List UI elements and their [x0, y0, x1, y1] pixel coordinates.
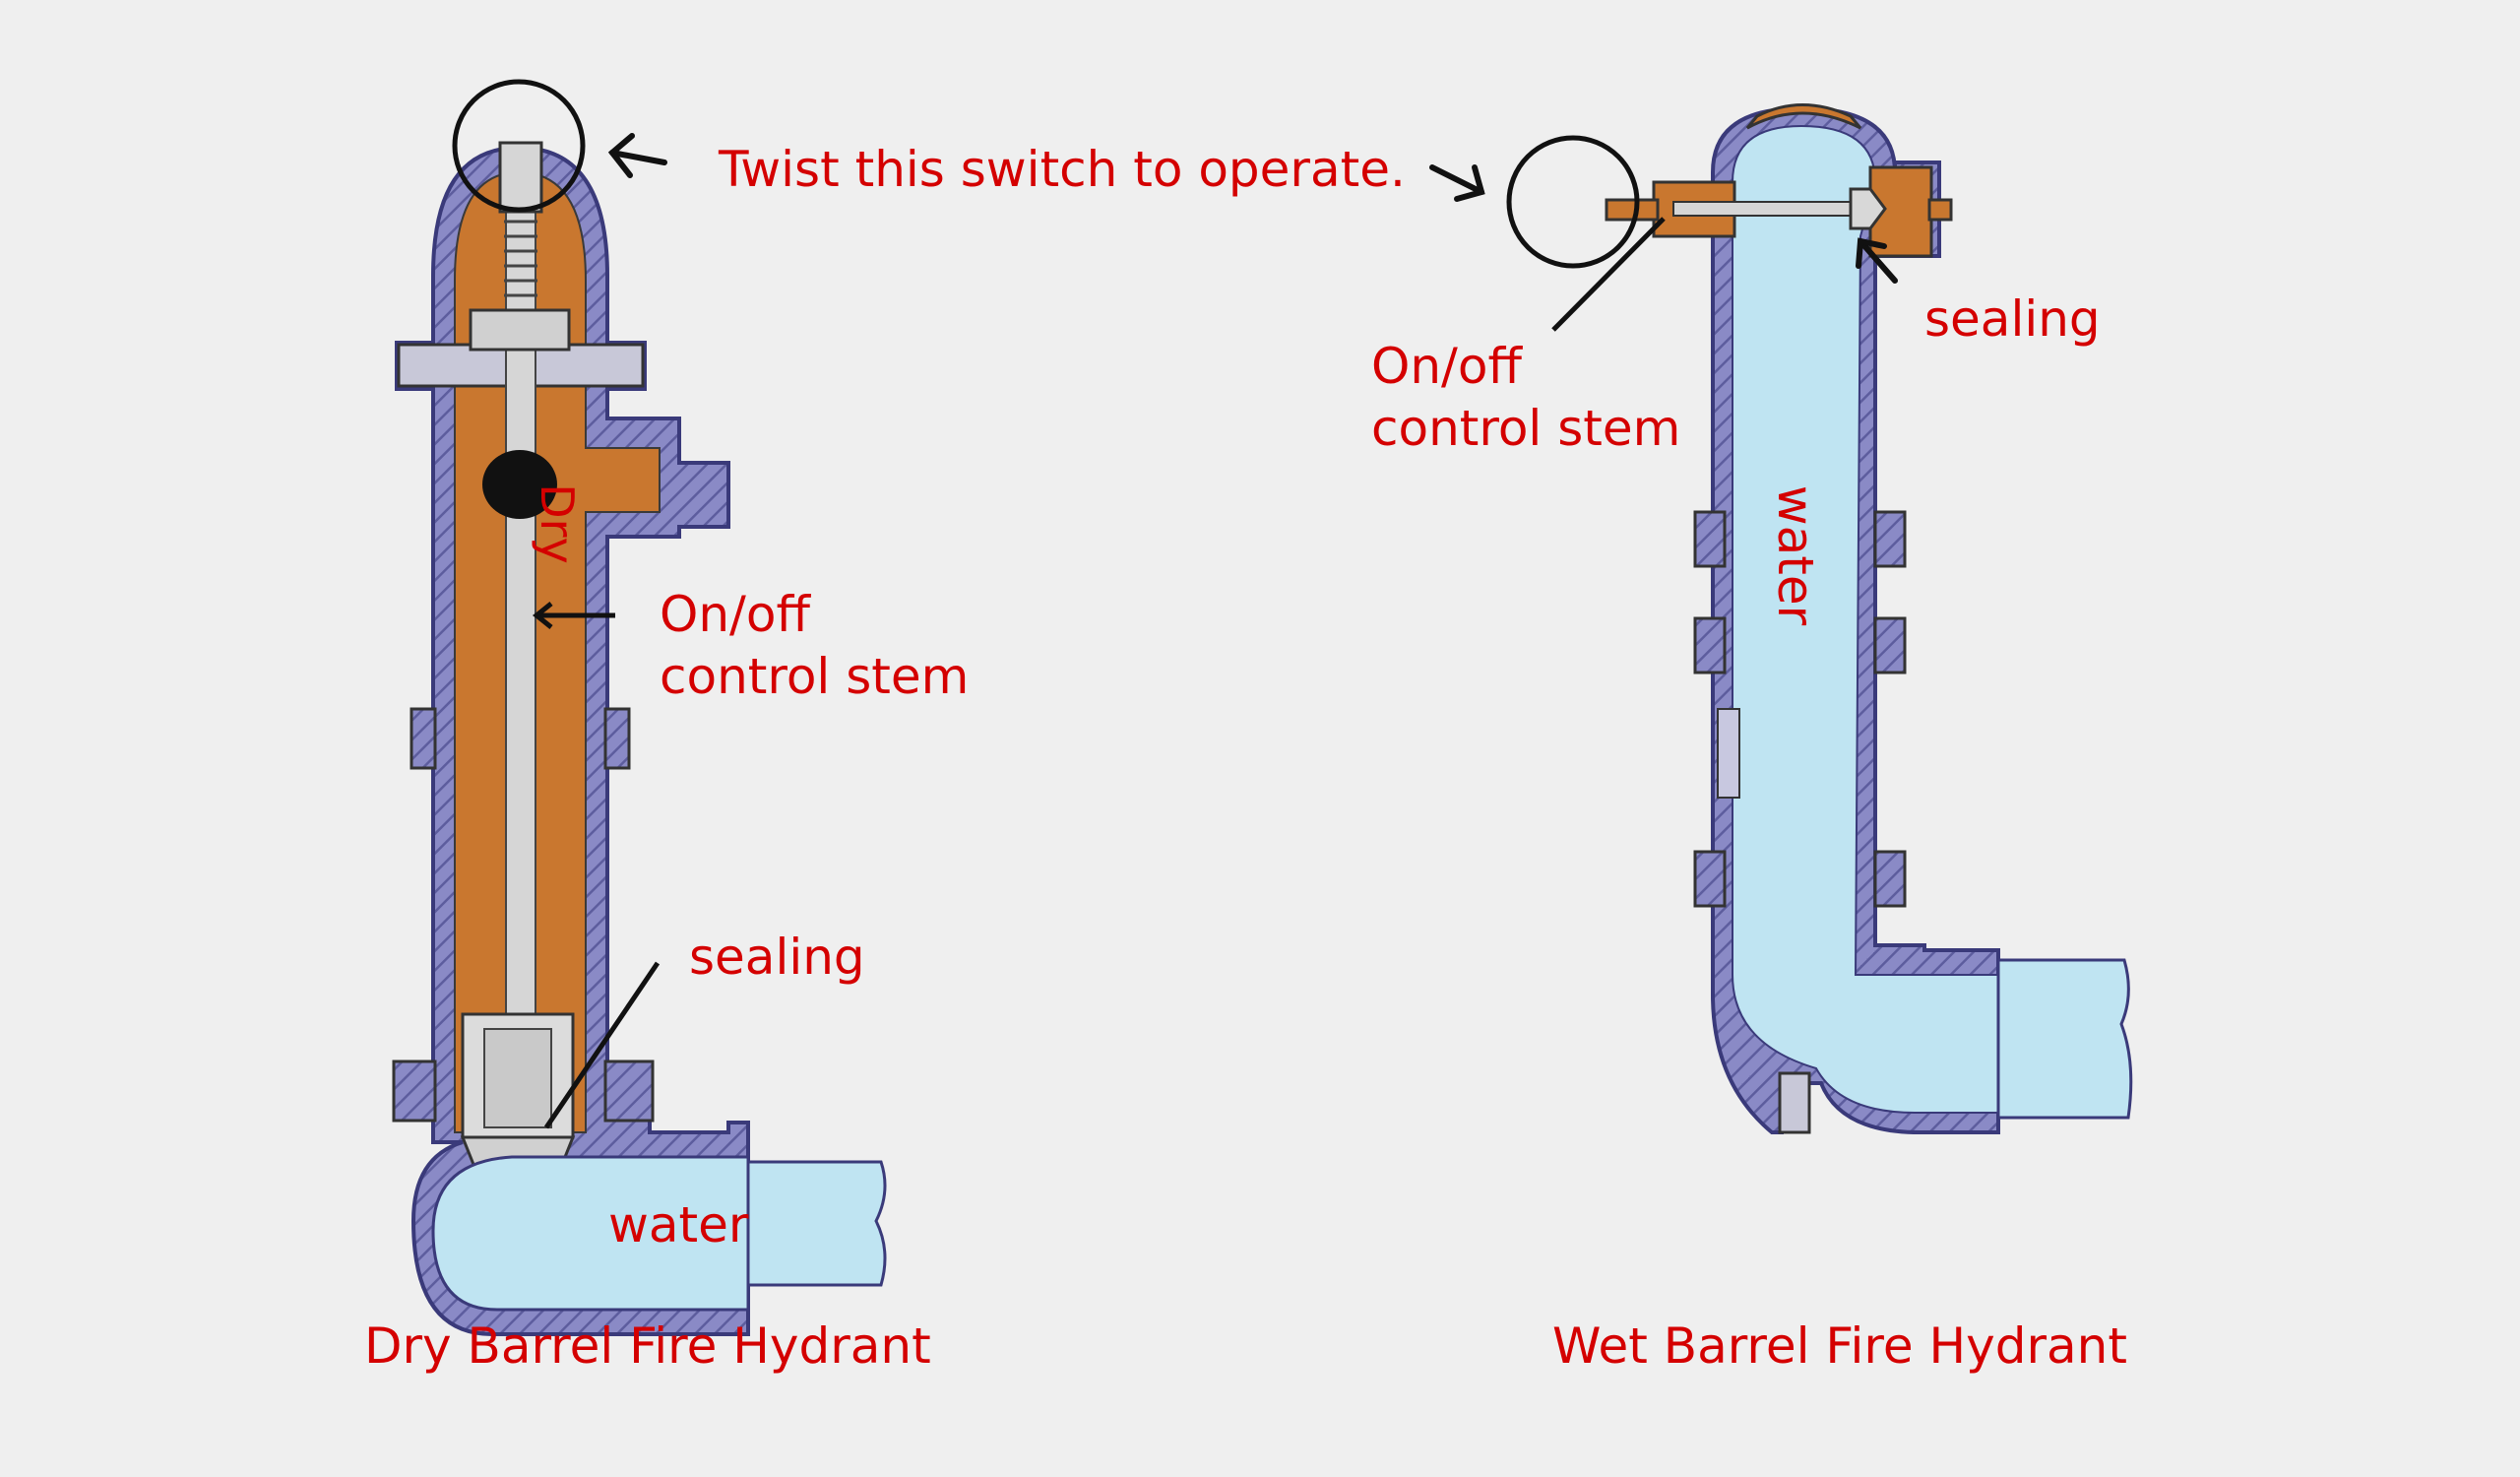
wet-water-label: water [1767, 484, 1825, 626]
wet-flange-left-3 [1693, 850, 1727, 908]
wet-valve-disk [1849, 187, 1887, 230]
dry-packing-gland [469, 308, 571, 352]
wet-barrel-title: Wet Barrel Fire Hydrant [1552, 1317, 2127, 1375]
wet-sealing-arrow [1856, 237, 1898, 284]
dry-sealing-label: sealing [689, 929, 865, 986]
dry-thread-lines [504, 220, 537, 297]
wet-top-bonnet [1745, 103, 1862, 130]
wet-stem-leader [1551, 217, 1666, 332]
wet-stem-label-line2: control stem [1371, 400, 1681, 457]
dry-operating-nut-callout[interactable] [452, 79, 586, 213]
dry-bottom-flange-right [603, 1060, 655, 1123]
dry-twist-arrow [607, 133, 667, 178]
dry-barrel-title: Dry Barrel Fire Hydrant [364, 1317, 931, 1375]
wet-flange-right-3 [1873, 850, 1907, 908]
dry-mid-flange-left [410, 707, 437, 770]
dry-valve-inner [483, 1028, 552, 1128]
dry-operating-nut [498, 141, 543, 214]
dry-stem-leader-head [532, 602, 553, 629]
dry-mid-flange-right [603, 707, 631, 770]
wet-control-stem [1672, 201, 1852, 217]
wet-base-foot [1778, 1071, 1811, 1134]
dry-barrel-hydrant [392, 79, 887, 1336]
wet-twist-arrow [1429, 164, 1485, 202]
wet-left-valve-cap [1605, 198, 1660, 222]
dry-bottom-flange-left [392, 1060, 437, 1123]
wet-stem-label-line1: On/off [1371, 338, 1522, 395]
wet-sealing-label: sealing [1924, 290, 2101, 348]
wet-operating-nut-callout[interactable] [1506, 135, 1640, 269]
wet-inner-rail [1717, 708, 1740, 799]
dry-stem-label-line2: control stem [660, 648, 970, 705]
wet-barrel-hydrant [1429, 103, 2133, 1134]
dry-sealing-leader [543, 961, 661, 1129]
wet-outlet-pipe [1996, 958, 2133, 1120]
wet-flange-left-2 [1693, 616, 1727, 674]
dry-water-pipe [431, 1155, 887, 1312]
wet-right-valve-cap [1927, 198, 1953, 222]
dry-water-label: water [608, 1196, 749, 1253]
dry-stem-label-line1: On/off [660, 586, 810, 643]
wet-flange-right-1 [1873, 510, 1907, 568]
wet-flange-right-2 [1873, 616, 1907, 674]
twist-instruction-label: Twist this switch to operate. [719, 141, 1406, 198]
dry-chamber-label: Dry [530, 483, 584, 564]
dry-drain-ball [482, 450, 557, 519]
wet-flange-left-1 [1693, 510, 1727, 568]
